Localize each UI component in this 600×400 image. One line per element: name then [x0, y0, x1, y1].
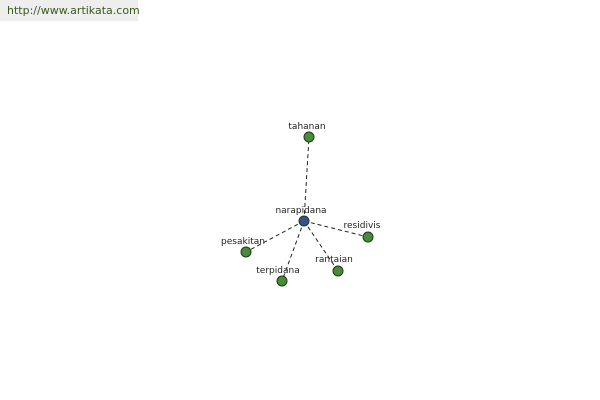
edge-narapidana-tahanan — [303, 136, 310, 222]
node-label-narapidana[interactable]: narapidana — [275, 206, 326, 216]
labels-layer: narapidana tahanan residivis pesakitan terpi… — [221, 122, 381, 276]
node-label-terpidana[interactable]: terpidana — [256, 266, 299, 276]
edge-narapidana-terpidana — [281, 220, 305, 282]
edge-narapidana-rantaian — [303, 220, 339, 272]
edges-layer — [245, 136, 369, 282]
node-label-pesakitan[interactable]: pesakitan — [221, 237, 265, 247]
node-rantaian[interactable] — [332, 265, 344, 277]
site-header-bar: http://www.artikata.com — [0, 0, 140, 21]
site-url-link[interactable]: http://www.artikata.com — [7, 4, 140, 17]
edge-narapidana-pesakitan — [245, 220, 305, 253]
node-pesakitan[interactable] — [240, 246, 252, 258]
node-tahanan[interactable] — [303, 131, 315, 143]
nodes-layer — [240, 131, 374, 287]
node-residivis[interactable] — [362, 231, 374, 243]
node-label-tahanan[interactable]: tahanan — [288, 122, 325, 132]
node-label-rantaian[interactable]: rantaian — [315, 255, 353, 265]
node-label-residivis[interactable]: residivis — [344, 221, 381, 231]
edge-narapidana-residivis — [303, 220, 369, 238]
node-terpidana[interactable] — [276, 275, 288, 287]
center-node-narapidana[interactable] — [298, 215, 310, 227]
